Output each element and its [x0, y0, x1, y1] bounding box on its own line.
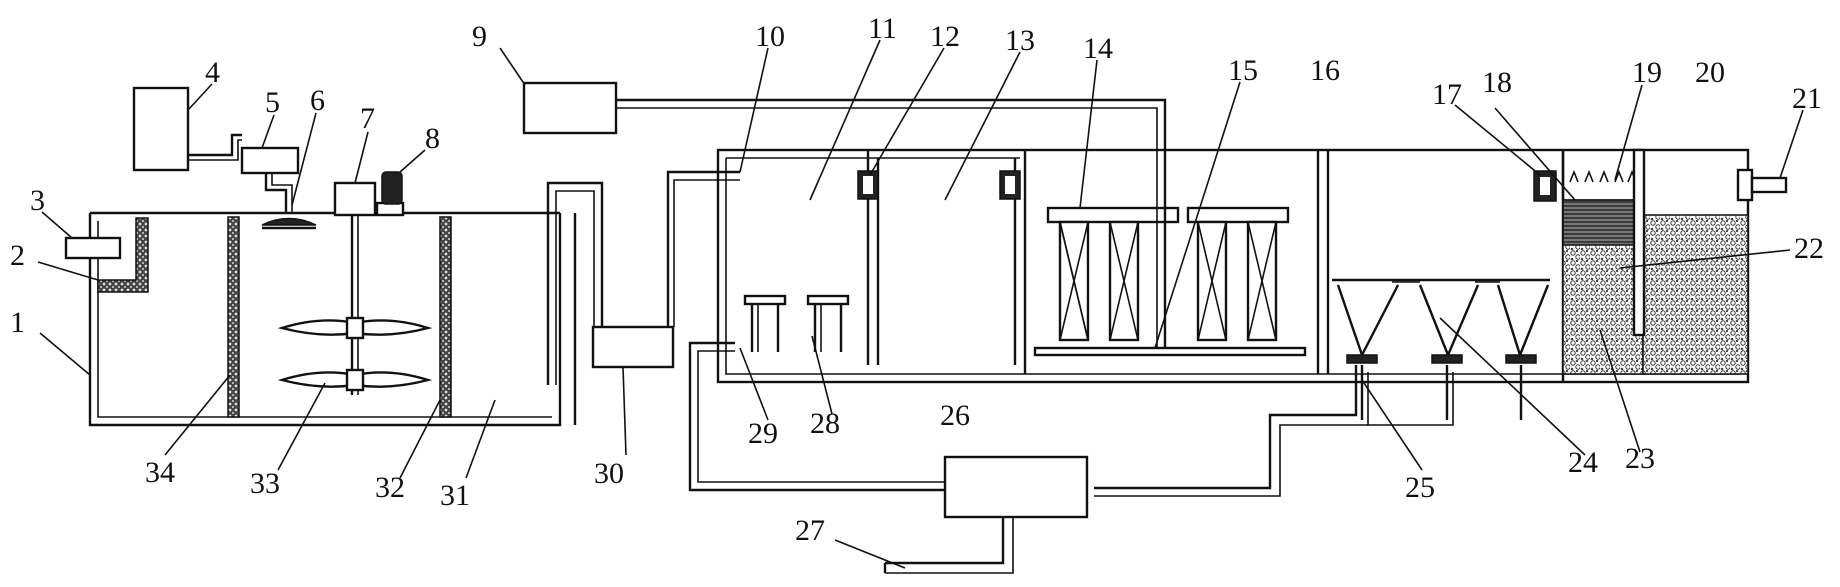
label-15: 15 — [1228, 54, 1258, 87]
label-9: 9 — [472, 20, 487, 53]
reactor-block — [522, 81, 1788, 497]
left-tank — [64, 86, 650, 427]
label-2: 2 — [10, 239, 25, 272]
label-8: 8 — [425, 122, 440, 155]
label-29: 29 — [748, 417, 778, 450]
leader-lines — [37, 39, 1804, 569]
dosing-tank — [132, 86, 190, 172]
separator-wall — [1632, 148, 1646, 337]
filter-layer — [1562, 199, 1644, 246]
label-22: 22 — [1794, 232, 1824, 265]
clear-water-media — [1642, 214, 1749, 375]
aeration-plate — [1033, 346, 1307, 357]
label-33: 33 — [250, 467, 280, 500]
motor-box — [333, 181, 377, 217]
label-12: 12 — [930, 20, 960, 53]
label-30: 30 — [594, 457, 624, 490]
inlet-pipe — [64, 236, 122, 260]
label-11: 11 — [868, 12, 897, 45]
label-13: 13 — [1005, 24, 1035, 57]
suction-pipe — [616, 98, 1167, 348]
outlet-pipe-21 — [1750, 176, 1788, 194]
label-19: 19 — [1632, 56, 1662, 89]
label-16: 16 — [1310, 54, 1340, 87]
label-17: 17 — [1432, 78, 1462, 111]
plant-tops — [1569, 169, 1637, 183]
label-20: 20 — [1695, 56, 1725, 89]
sludge-pipe — [1094, 365, 1358, 490]
sludge-cups — [743, 294, 850, 352]
overflow-weir — [97, 217, 149, 293]
label-26: 26 — [940, 399, 970, 432]
label-34: 34 — [145, 456, 175, 489]
sludge-pump — [943, 455, 1089, 519]
transfer-pump — [591, 325, 675, 369]
label-31: 31 — [440, 479, 470, 512]
spray-nozzle — [261, 217, 317, 226]
baffle-wall-right — [439, 216, 452, 418]
label-5: 5 — [265, 86, 280, 119]
label-7: 7 — [360, 102, 375, 135]
feed-pipe — [666, 170, 740, 327]
label-14: 14 — [1083, 32, 1113, 65]
label-4: 4 — [205, 56, 220, 89]
label-28: 28 — [810, 407, 840, 440]
membrane-modules — [1033, 206, 1307, 357]
label-10: 10 — [755, 20, 785, 53]
control-box — [522, 81, 618, 135]
label-23: 23 — [1625, 442, 1655, 475]
label-6: 6 — [310, 84, 325, 117]
left-tank-outer — [88, 213, 562, 427]
label-1: 1 — [10, 306, 25, 339]
label-25: 25 — [1405, 471, 1435, 504]
label-27: 27 — [795, 514, 825, 547]
motor-unit — [381, 171, 403, 205]
dosing-pump — [240, 146, 300, 175]
baffle-wall-left — [227, 216, 240, 418]
label-32: 32 — [375, 471, 405, 504]
discharge-pipe — [885, 517, 1005, 565]
label-3: 3 — [30, 184, 45, 217]
label-21: 21 — [1792, 82, 1822, 115]
number-labels: 1 2 3 4 5 6 7 8 9 10 11 12 13 14 15 16 1… — [10, 12, 1824, 547]
return-pipe — [688, 341, 945, 492]
label-18: 18 — [1482, 66, 1512, 99]
label-24: 24 — [1568, 446, 1598, 479]
